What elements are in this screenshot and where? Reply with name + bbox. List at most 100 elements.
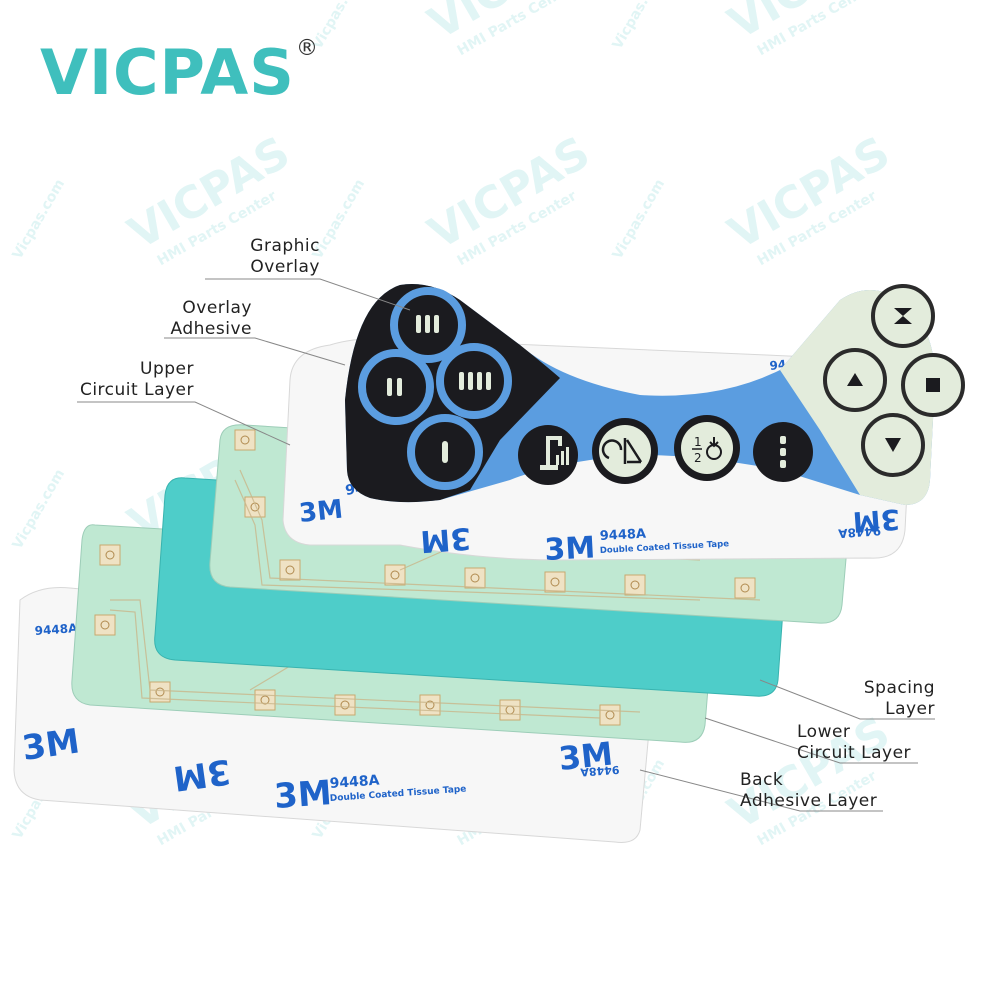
contact-dot [470, 573, 480, 583]
contact-pad [254, 689, 276, 711]
tape-model-text: 9448A [34, 621, 78, 638]
bar-icon [416, 315, 421, 333]
tape-model-text: 9448A [837, 523, 881, 540]
bar-icon [425, 315, 430, 333]
leader-back-adhesive [639, 769, 883, 812]
bar-icon [477, 372, 482, 390]
middle-key-row: 1 2 [518, 415, 813, 485]
contact-pad [734, 577, 756, 599]
lower-circuit-pads [94, 544, 621, 726]
stop-key[interactable] [901, 353, 965, 417]
contact-pad [624, 574, 646, 596]
half-speed-key[interactable]: 1 2 [674, 415, 740, 481]
svg-text:1: 1 [694, 435, 702, 449]
key-three-bars[interactable] [390, 287, 466, 363]
jog-down-key[interactable] [861, 413, 925, 477]
robot-key[interactable] [518, 425, 578, 485]
contact-pad [544, 571, 566, 593]
contact-dot [100, 620, 110, 630]
jog-up-key[interactable] [871, 284, 935, 348]
jog-up-icon [894, 308, 912, 324]
half-speed-icon: 1 2 [692, 435, 722, 465]
leader-spacing-layer [759, 679, 935, 720]
leader-lines [77, 278, 935, 812]
bar-icon [442, 441, 448, 463]
contact-pad [279, 559, 301, 581]
tape-3m-logo: 3M [20, 721, 83, 769]
brand-logo: VICPAS [40, 36, 295, 109]
contact-pad [99, 544, 121, 566]
leader-overlay-adhesive [164, 337, 346, 366]
contact-pad [234, 429, 256, 451]
tape-model-text: 9448A [599, 527, 646, 544]
tape-model-text: 9448A [579, 763, 619, 779]
key-two-bars[interactable] [358, 349, 434, 425]
bar-icon [459, 372, 464, 390]
registered-mark: ® [296, 36, 318, 61]
contact-pad [499, 699, 521, 721]
contact-dot [105, 550, 115, 560]
tape-3m-logo-inverted: 3M [419, 520, 472, 558]
bar-icon [468, 372, 473, 390]
rotate-axis-icon [601, 438, 643, 464]
tape-3m-logo: 3M [298, 495, 345, 529]
right-key-cluster [823, 284, 965, 477]
tape-3m-logo-inverted: 3M [852, 502, 902, 538]
contact-dot [550, 577, 560, 587]
contact-pad [334, 694, 356, 716]
tape-3m-logo-inverted: 3M [171, 751, 234, 799]
bar-icon [486, 372, 491, 390]
contact-pad [599, 704, 621, 726]
contact-pad [464, 567, 486, 589]
leader-lower-circuit [704, 717, 918, 764]
robot-icon [540, 436, 569, 470]
bar-icon [434, 315, 439, 333]
contact-dot [240, 435, 250, 445]
svg-text:2: 2 [694, 451, 702, 465]
contact-dot [155, 687, 165, 697]
watermark-site: Vicpas.com [10, 467, 69, 552]
vertical-dots-icon [780, 436, 786, 468]
contact-pad [384, 564, 406, 586]
contact-pad [94, 614, 116, 636]
contact-pad [244, 496, 266, 518]
tape-3m-logo: 3M [544, 530, 596, 568]
rotate-axis-key[interactable] [592, 418, 658, 484]
stop-square-icon [926, 378, 940, 392]
key-four-bars[interactable] [436, 343, 512, 419]
upper-circuit-pads [234, 429, 756, 599]
contact-dot [390, 570, 400, 580]
watermark-site: Vicpas.com [610, 177, 669, 262]
graphic-overlay: 1 2 [345, 284, 965, 505]
contact-dot [425, 700, 435, 710]
contact-dot [285, 565, 295, 575]
contact-dot [630, 580, 640, 590]
bar-icon [397, 378, 402, 396]
contact-pad [419, 694, 441, 716]
watermark-site: Vicpas.com [610, 0, 669, 52]
jog-left-up-key[interactable] [823, 348, 887, 412]
contact-dot [740, 583, 750, 593]
leader-graphic-overlay [205, 278, 411, 311]
left-key-cluster [358, 287, 512, 490]
tape-3m-logo: 3M [557, 735, 615, 778]
jog-down-icon [885, 438, 901, 452]
tape-3m-logo: 3M [273, 773, 333, 817]
watermark-site: Vicpas.com [10, 177, 69, 262]
contact-pad [149, 681, 171, 703]
vertical-dots-key[interactable] [753, 422, 813, 482]
tape-model-text: 9448A [329, 773, 380, 792]
bar-icon [387, 378, 392, 396]
watermark-site: Vicpas.com [310, 0, 369, 52]
key-one-bar[interactable] [407, 414, 483, 490]
contact-dot [340, 700, 350, 710]
jog-left-up-icon [847, 373, 863, 386]
leader-upper-circuit [77, 401, 291, 446]
